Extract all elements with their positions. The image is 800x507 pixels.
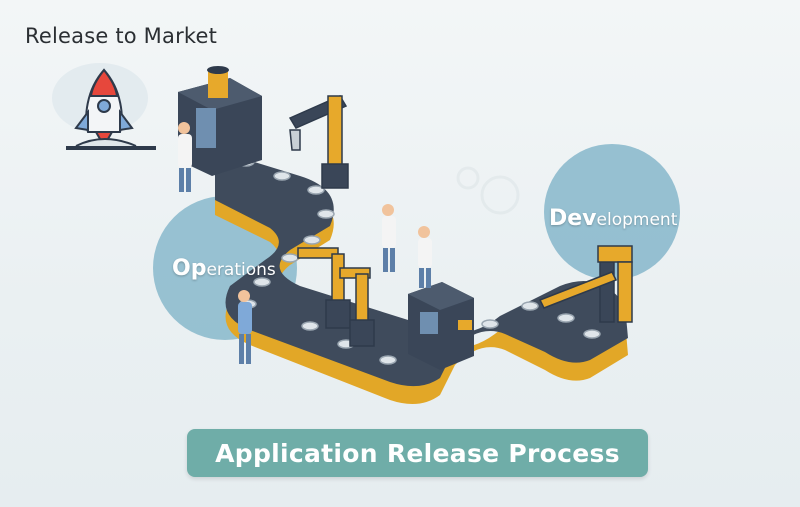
development-bubble (544, 144, 680, 280)
worker-figure (418, 226, 432, 288)
robot-arm (339, 267, 375, 347)
conveyor-belt (215, 150, 628, 404)
inspection-machine (408, 282, 474, 370)
rocket-icon (52, 63, 156, 150)
press-machine (178, 66, 262, 176)
worker-figure (178, 122, 192, 192)
robot-arm (288, 95, 349, 189)
gantry-machine (538, 245, 633, 323)
operations-label: Operations (172, 256, 276, 281)
development-label: Development (549, 206, 678, 231)
page-title: Release to Market (25, 24, 218, 48)
process-banner: Application Release Process (187, 429, 648, 477)
worker-figure (238, 290, 252, 364)
worker-figure (382, 204, 396, 272)
banner-title: Application Release Process (215, 438, 620, 468)
gear-icon (456, 166, 520, 215)
robot-arm (297, 247, 351, 329)
